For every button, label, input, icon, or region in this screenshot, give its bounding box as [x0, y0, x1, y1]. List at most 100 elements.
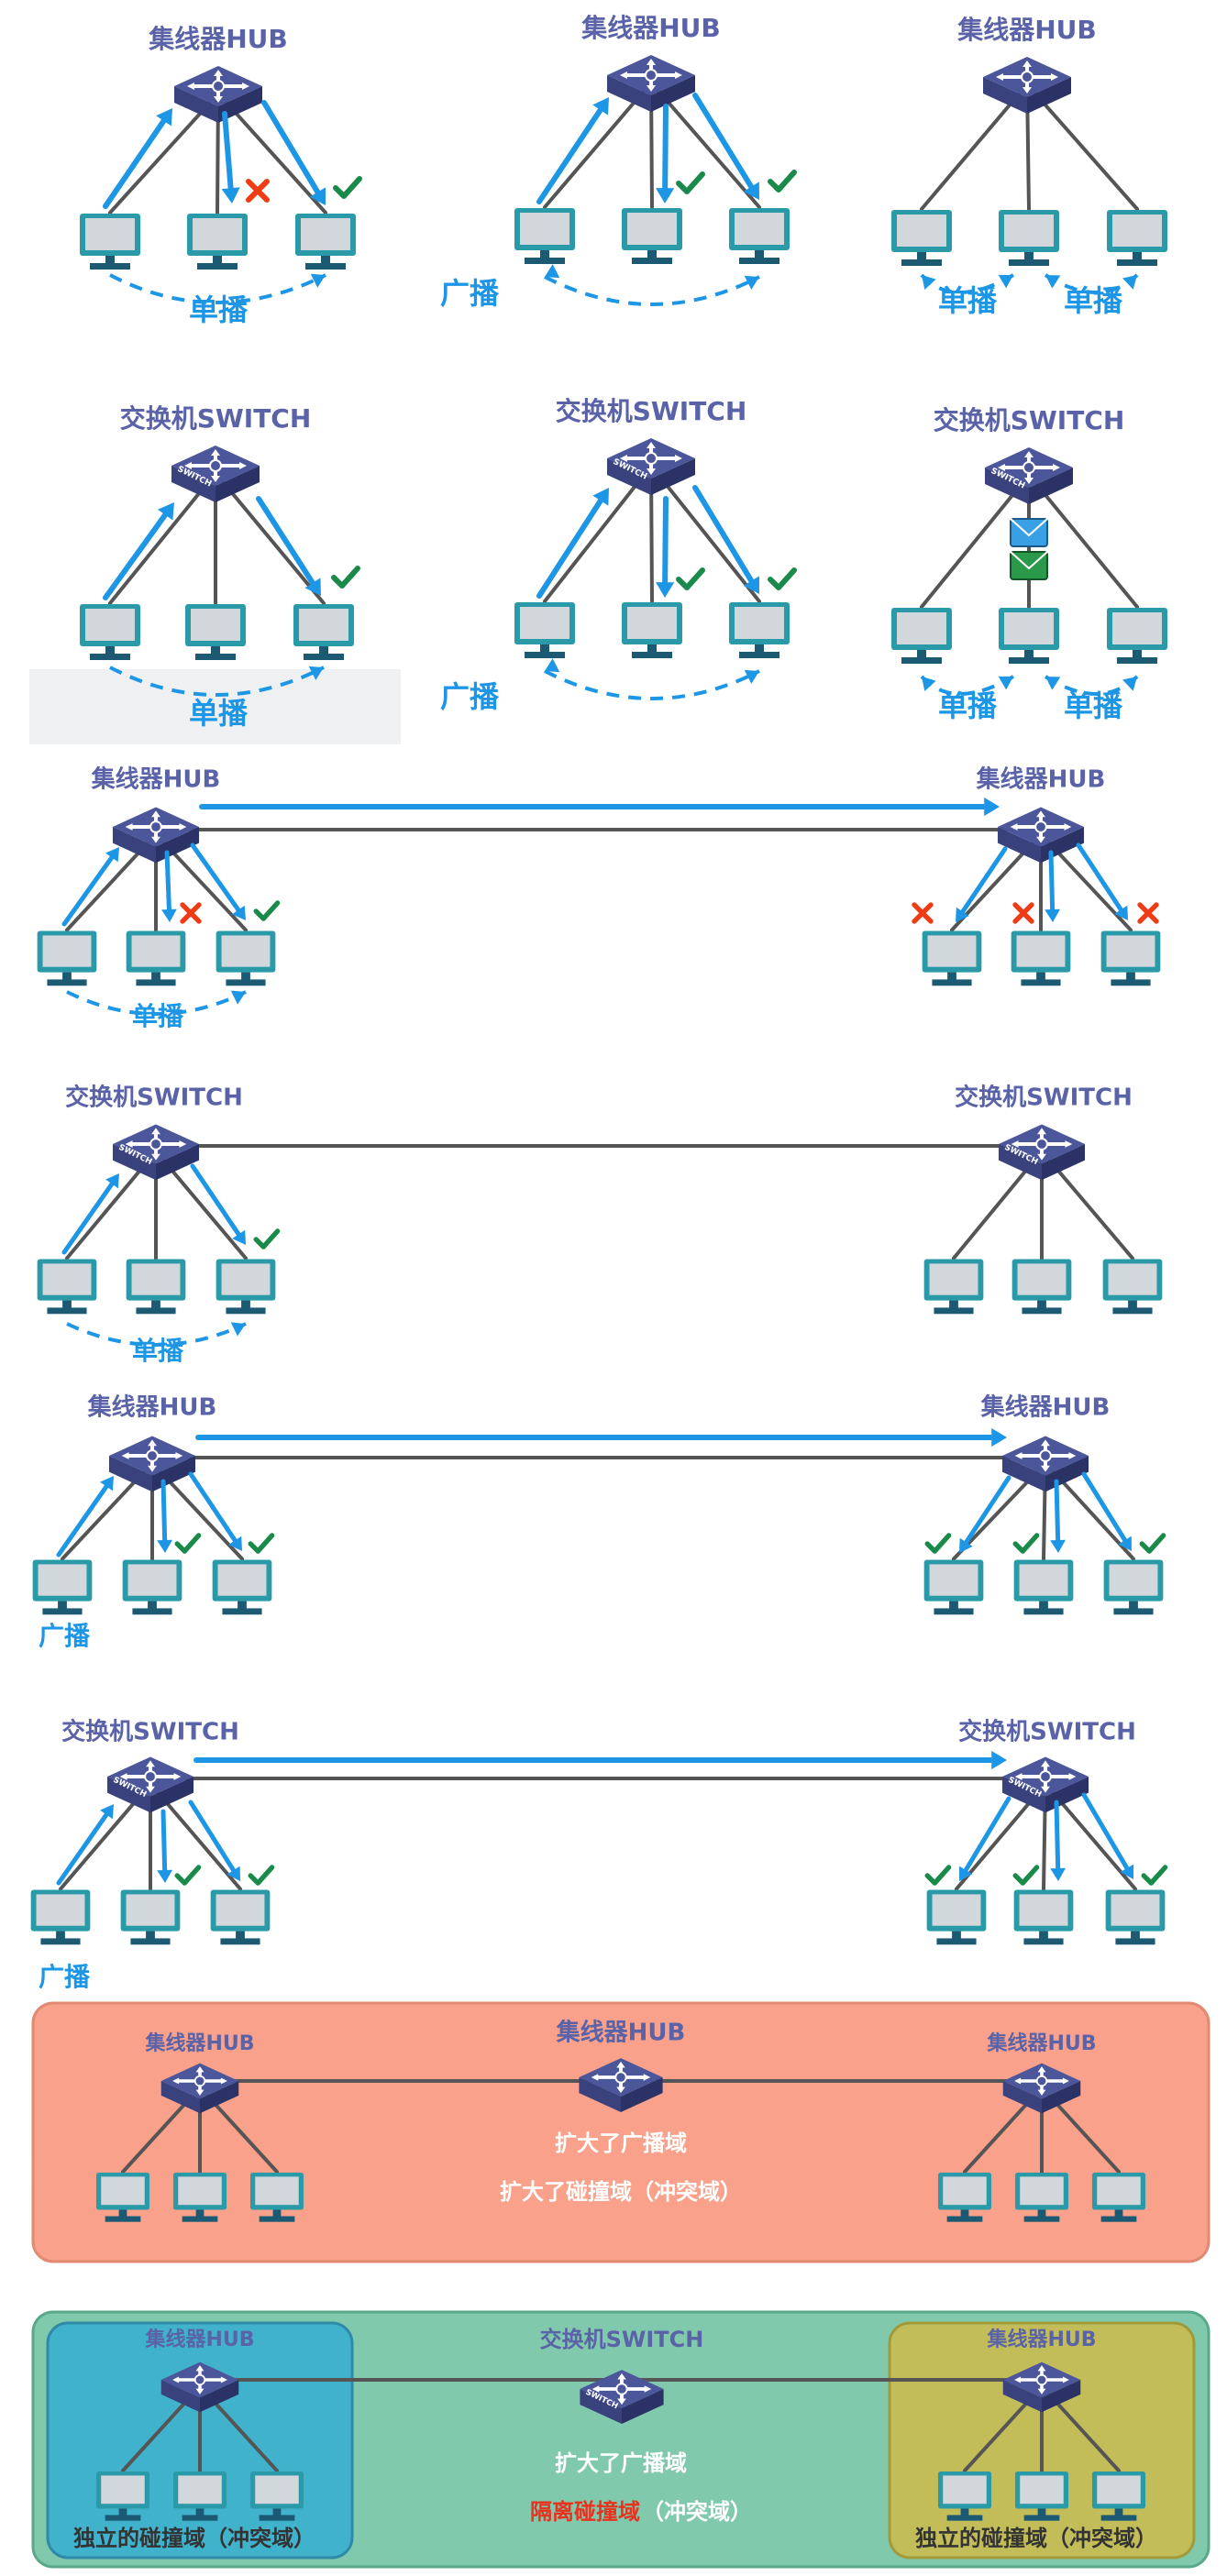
monitor-screen: [126, 1894, 175, 1926]
hub-title: 集线器HUB: [980, 1393, 1111, 1422]
computer-monitor-icon: [172, 2173, 227, 2222]
monitor-screen: [1097, 2176, 1141, 2206]
arrow-head: [744, 275, 759, 290]
device-side-left: [997, 827, 1041, 864]
monitor-neck: [755, 644, 764, 653]
arrow-head: [227, 1866, 240, 1881]
data-flow-arrow: [536, 492, 607, 599]
device-side-left: [985, 468, 1029, 504]
monitor-stand: [105, 2515, 141, 2521]
computer-monitor-icon: [937, 2471, 992, 2521]
isolate-collision-suffix: （冲突域）: [642, 2499, 752, 2525]
check-icon: [676, 567, 705, 590]
arrow-head: [545, 264, 560, 279]
link-line: [214, 471, 326, 605]
switch-title: 交换机SWITCH: [934, 405, 1125, 435]
monitor-stand: [936, 1938, 977, 1945]
computer-monitor-icon: [514, 208, 575, 264]
monitor-neck: [949, 1300, 958, 1309]
monitor-neck: [62, 1300, 72, 1309]
check-icon: [768, 567, 797, 590]
broadcast-label: 广播: [440, 276, 500, 311]
cross-icon: [180, 902, 202, 924]
monitor-neck: [272, 2209, 282, 2218]
monitor-stand: [632, 652, 672, 658]
arrow-head: [1045, 275, 1061, 289]
check-icon: [174, 1533, 202, 1554]
arrow-head: [743, 576, 759, 594]
computer-monitor-icon: [1105, 1889, 1166, 1945]
broadcast-label: 广播: [39, 1621, 91, 1651]
device-side-left: [580, 2389, 622, 2424]
monitor-stand: [136, 1307, 176, 1315]
monitor-screen: [101, 2475, 145, 2504]
check-icon: [1141, 1865, 1168, 1886]
monitor-screen: [178, 2176, 222, 2206]
cross-icon: [246, 179, 270, 203]
computer-monitor-icon: [1107, 210, 1167, 266]
device-side-left: [607, 458, 651, 495]
data-flow-arrow: [190, 842, 244, 917]
data-flow-arrow: [61, 851, 117, 927]
monitor-neck: [1129, 1601, 1138, 1610]
monitor-screen: [127, 1564, 177, 1596]
monitor-stand: [42, 1608, 83, 1615]
device-side-left: [160, 2380, 200, 2413]
monitor-stand: [90, 654, 130, 660]
computer-monitor-icon: [514, 602, 575, 658]
monitor-stand: [47, 979, 87, 986]
device-side-right: [1042, 1144, 1086, 1181]
arrow-head: [232, 1229, 246, 1245]
unicast-label: 单播: [1064, 688, 1123, 723]
monitor-stand: [220, 1938, 260, 1945]
arrow-head: [105, 847, 119, 863]
arrow-head: [310, 273, 326, 288]
monitor-neck: [241, 972, 250, 981]
monitor-screen: [299, 609, 348, 641]
fade-background: [29, 669, 401, 744]
monitor-screen: [1111, 1894, 1160, 1926]
monitor-screen: [1106, 935, 1155, 967]
data-flow-arrow: [1081, 1792, 1133, 1876]
hub-title: 集线器HUB: [87, 1393, 217, 1422]
hub-device-icon: [1001, 1436, 1089, 1492]
data-flow-arrow: [961, 1475, 1011, 1549]
monitor-neck: [1114, 2508, 1123, 2516]
computer-monitor-icon: [32, 1559, 93, 1615]
computer-monitor-icon: [891, 608, 952, 664]
monitor-screen: [1004, 215, 1054, 247]
hub-device-icon: [983, 57, 1071, 114]
monitor-stand: [90, 263, 130, 270]
monitor-screen: [131, 935, 181, 967]
device-side-left: [579, 2077, 621, 2112]
device-side-left: [108, 1456, 152, 1492]
monitor-neck: [540, 250, 549, 259]
dashed-path-arrow: [544, 669, 760, 700]
monitor-stand: [226, 1307, 266, 1315]
arrow-head: [1122, 275, 1137, 290]
computer-monitor-icon: [622, 208, 682, 264]
computer-monitor-icon: [926, 1889, 987, 1945]
monitor-screen: [131, 1263, 181, 1295]
unicast-label: 单播: [938, 283, 998, 318]
data-flow-arrow: [536, 102, 607, 204]
monitor-screen: [255, 2176, 299, 2206]
monitor-stand: [226, 979, 266, 986]
check-icon: [174, 1865, 202, 1886]
computer-monitor-icon: [293, 604, 354, 660]
data-flow-arrow: [222, 111, 235, 197]
monitor-screen: [943, 2176, 987, 2206]
hub-device-icon: [108, 1436, 196, 1492]
check-icon: [333, 176, 362, 199]
monitor-stand: [304, 654, 344, 660]
computer-monitor-icon: [172, 2471, 227, 2521]
arrow-head: [743, 182, 759, 200]
monitor-neck: [960, 2508, 969, 2516]
envelope-blue-icon: [1010, 518, 1048, 547]
check-icon: [1012, 1865, 1040, 1886]
computer-monitor-icon: [30, 1889, 91, 1945]
monitor-neck: [1037, 1300, 1046, 1309]
device-side-left: [998, 1144, 1042, 1181]
computer-monitor-icon: [1014, 2173, 1069, 2222]
device-side-right: [1027, 77, 1071, 114]
